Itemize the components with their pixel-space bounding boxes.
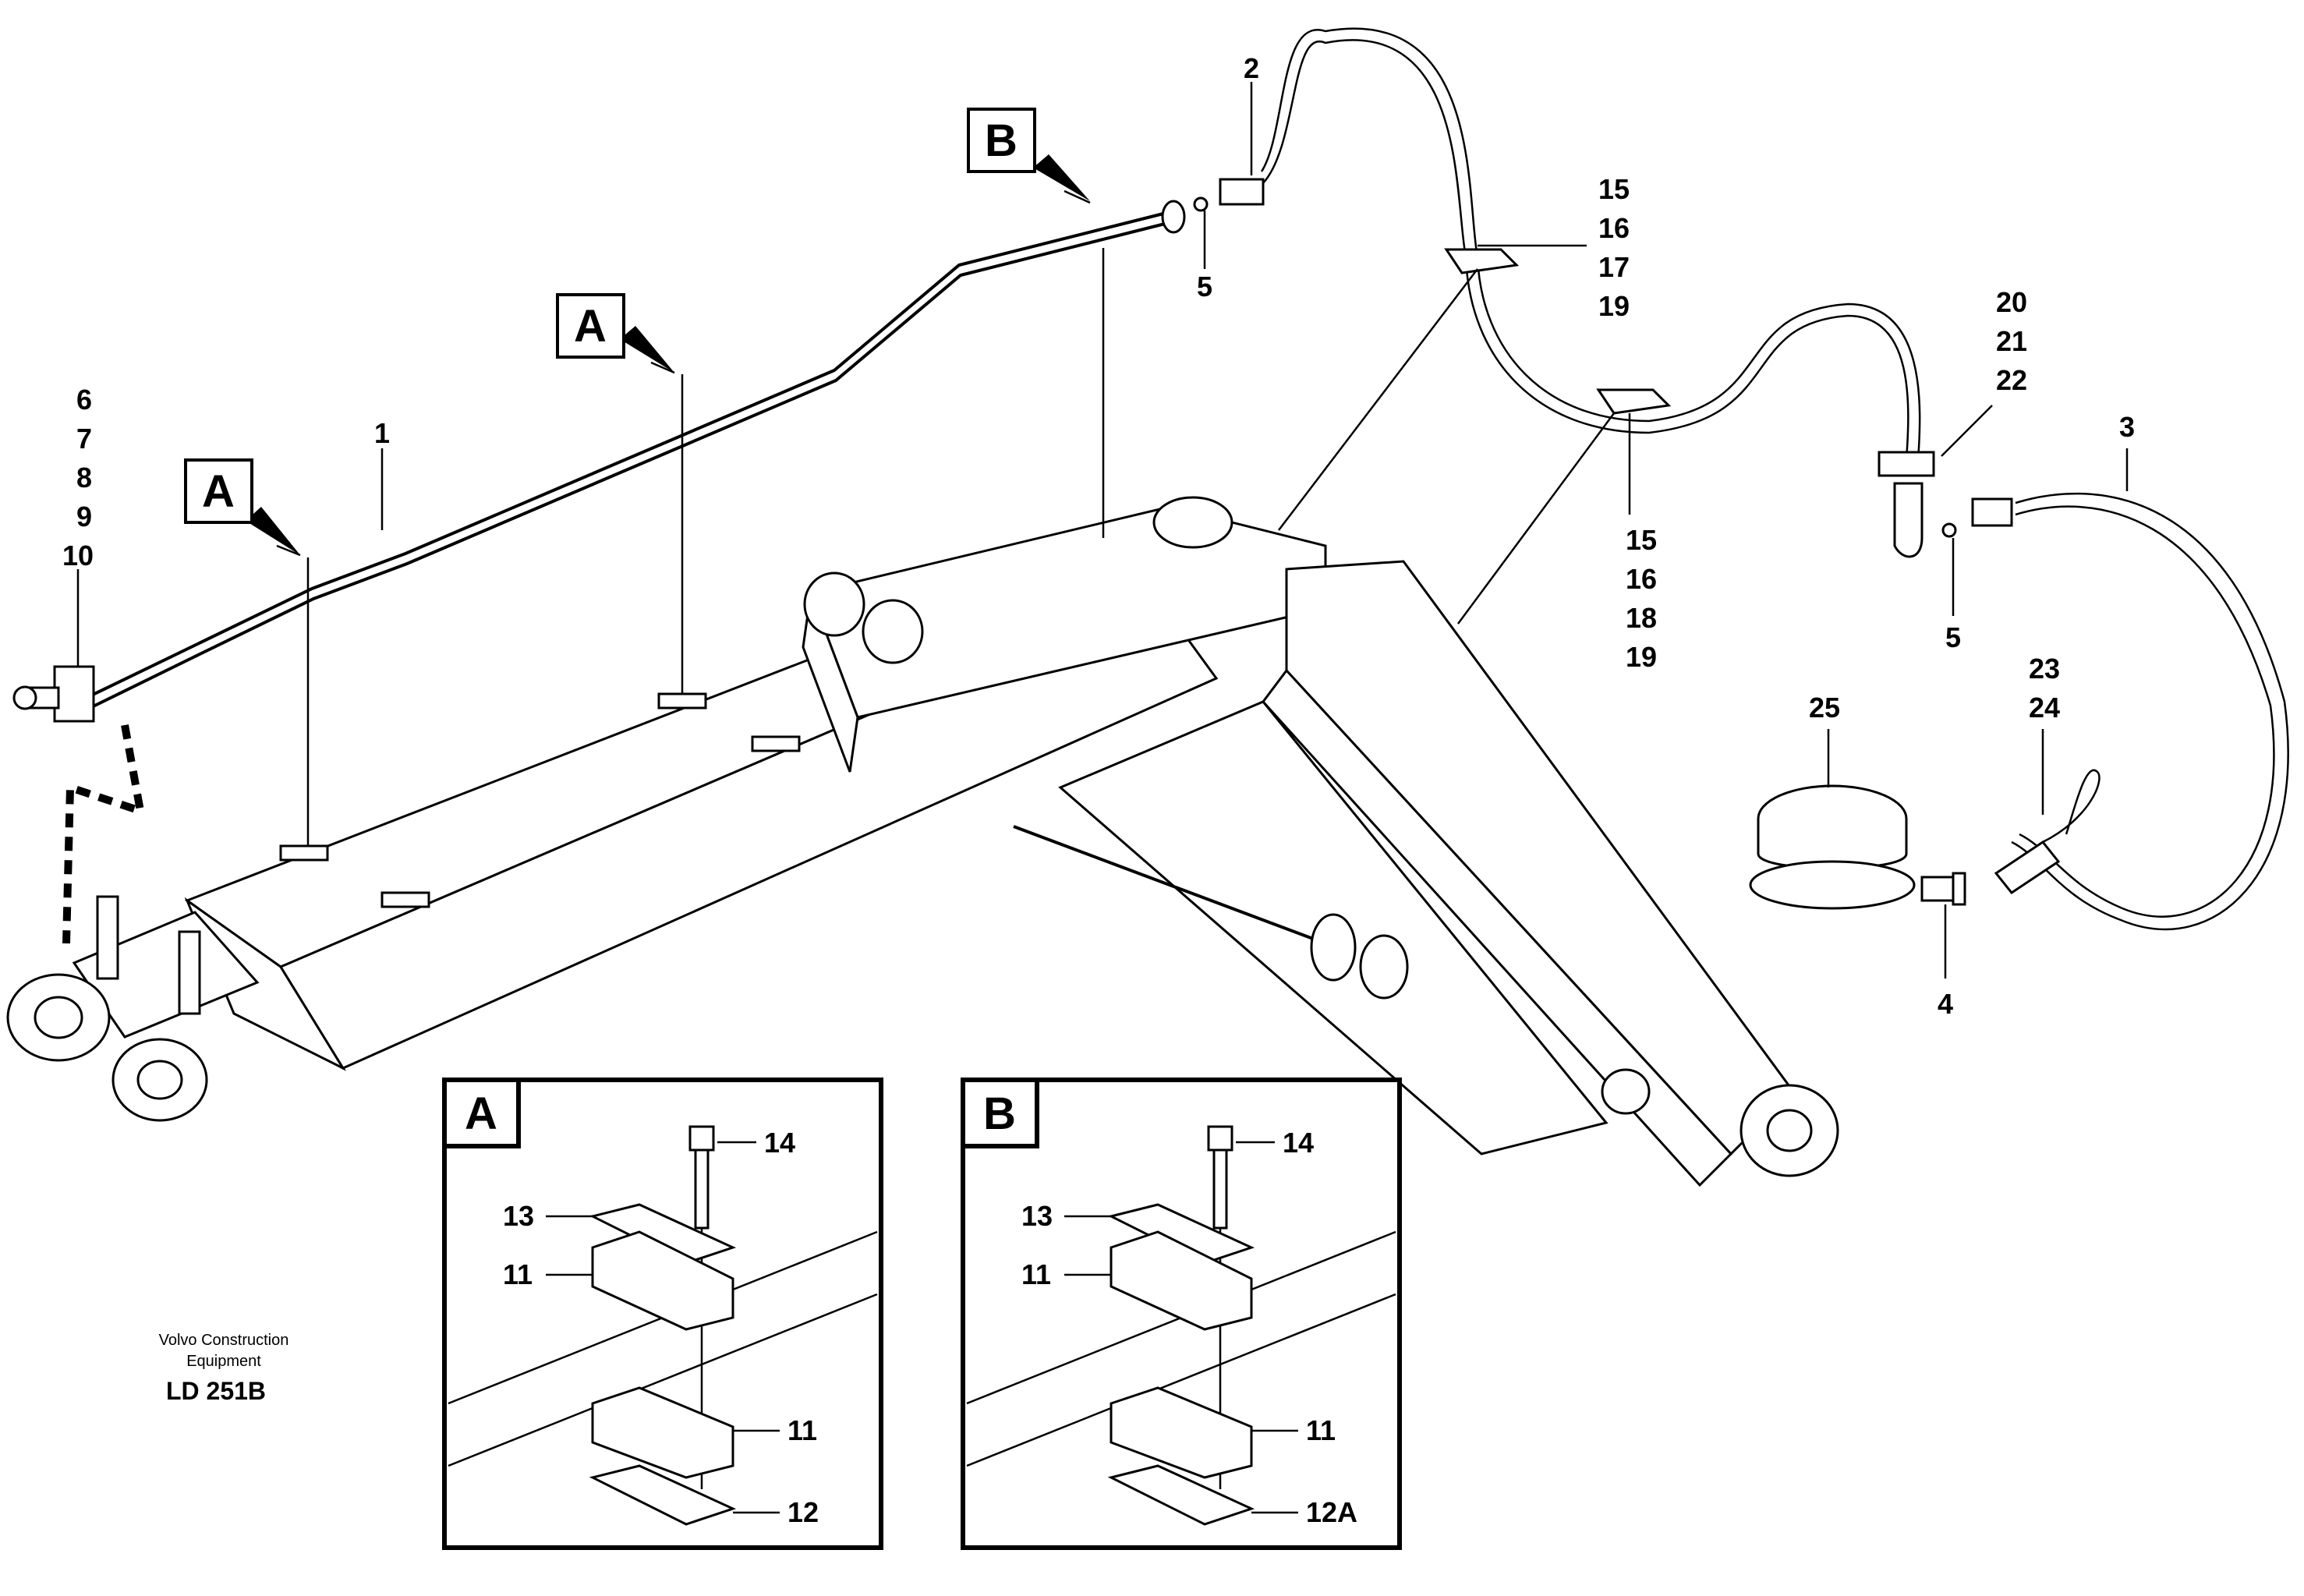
hose-3 bbox=[1971, 492, 2289, 931]
detail-a-tag: A bbox=[465, 1088, 497, 1139]
callout-2: 2 bbox=[1244, 52, 1259, 84]
company-line-1: Volvo Construction bbox=[159, 1332, 289, 1349]
section-tag-b: B bbox=[967, 108, 1036, 173]
damper-25 bbox=[1749, 784, 1916, 910]
callout-5-top: 5 bbox=[1197, 271, 1212, 303]
callout-10: 10 bbox=[62, 540, 94, 572]
section-tag-a-left: A bbox=[184, 458, 253, 524]
svg-text:A: A bbox=[574, 301, 607, 352]
callout-25: 25 bbox=[1809, 692, 1840, 724]
callout-16-top: 16 bbox=[1598, 212, 1630, 244]
detail-a-label-11-bottom: 11 bbox=[787, 1414, 817, 1446]
company-line-2: Equipment bbox=[186, 1353, 261, 1370]
dashed-route-marker bbox=[62, 724, 146, 944]
detail-b-label-12a: 12A bbox=[1306, 1496, 1357, 1528]
detail-b-label-13: 13 bbox=[1021, 1200, 1053, 1232]
callout-4: 4 bbox=[1938, 988, 1953, 1020]
callout-18: 18 bbox=[1626, 602, 1657, 634]
pipe-end-fitting bbox=[12, 200, 1186, 723]
callout-15-bottom: 15 bbox=[1626, 524, 1657, 556]
callout-7: 7 bbox=[76, 423, 92, 455]
callout-19-top: 19 bbox=[1598, 290, 1630, 322]
detail-b-label-14: 14 bbox=[1283, 1127, 1314, 1159]
detail-b-tag: B bbox=[983, 1088, 1016, 1139]
detail-b-label-11-top: 11 bbox=[1021, 1258, 1051, 1290]
svg-text:A: A bbox=[202, 466, 235, 517]
hydraulic-pipe-1 bbox=[69, 211, 1172, 717]
callout-19-bottom: 19 bbox=[1626, 641, 1657, 673]
section-arrows bbox=[246, 154, 1090, 555]
section-tag-a-mid: A bbox=[556, 293, 625, 359]
detail-b-panel: B 14 13 11 11 12A bbox=[961, 1078, 1402, 1550]
detail-a-label-11-top: 11 bbox=[503, 1258, 533, 1290]
callout-20: 20 bbox=[1996, 286, 2027, 318]
hose-clamps bbox=[1444, 248, 1935, 477]
callout-17: 17 bbox=[1598, 251, 1630, 283]
detail-a-panel: A 14 13 11 11 12 bbox=[442, 1078, 883, 1550]
callout-15-top: 15 bbox=[1598, 173, 1630, 205]
elbow-fitting bbox=[1893, 482, 1957, 558]
leader-lines bbox=[76, 82, 2129, 978]
detail-a-label-13: 13 bbox=[503, 1200, 534, 1232]
callout-8: 8 bbox=[76, 462, 92, 494]
callout-16-bottom: 16 bbox=[1626, 563, 1657, 595]
callout-24: 24 bbox=[2029, 692, 2060, 724]
hose-2 bbox=[1193, 27, 1921, 461]
callout-22: 22 bbox=[1996, 364, 2027, 396]
detail-a-label-14: 14 bbox=[764, 1127, 795, 1159]
callout-numbers: 1 2 5 6 7 8 9 10 15 16 17 19 15 16 18 19… bbox=[62, 52, 2135, 1020]
callout-9: 9 bbox=[76, 501, 92, 533]
callout-1: 1 bbox=[374, 417, 390, 449]
boom-assembly bbox=[6, 496, 1839, 1187]
svg-text:B: B bbox=[985, 115, 1018, 166]
callout-23: 23 bbox=[2029, 653, 2060, 685]
detail-b-label-11-bottom: 11 bbox=[1306, 1414, 1336, 1446]
callout-3: 3 bbox=[2119, 411, 2135, 443]
callout-6: 6 bbox=[76, 384, 92, 416]
drawing-code: LD 251B bbox=[166, 1377, 266, 1405]
callout-5-right: 5 bbox=[1945, 621, 1961, 653]
drawing-footer: Volvo Construction Equipment LD 251B bbox=[159, 1332, 289, 1405]
straight-fitting-4 bbox=[1920, 872, 1966, 906]
callout-21: 21 bbox=[1996, 325, 2027, 357]
detail-a-label-12: 12 bbox=[787, 1496, 819, 1528]
